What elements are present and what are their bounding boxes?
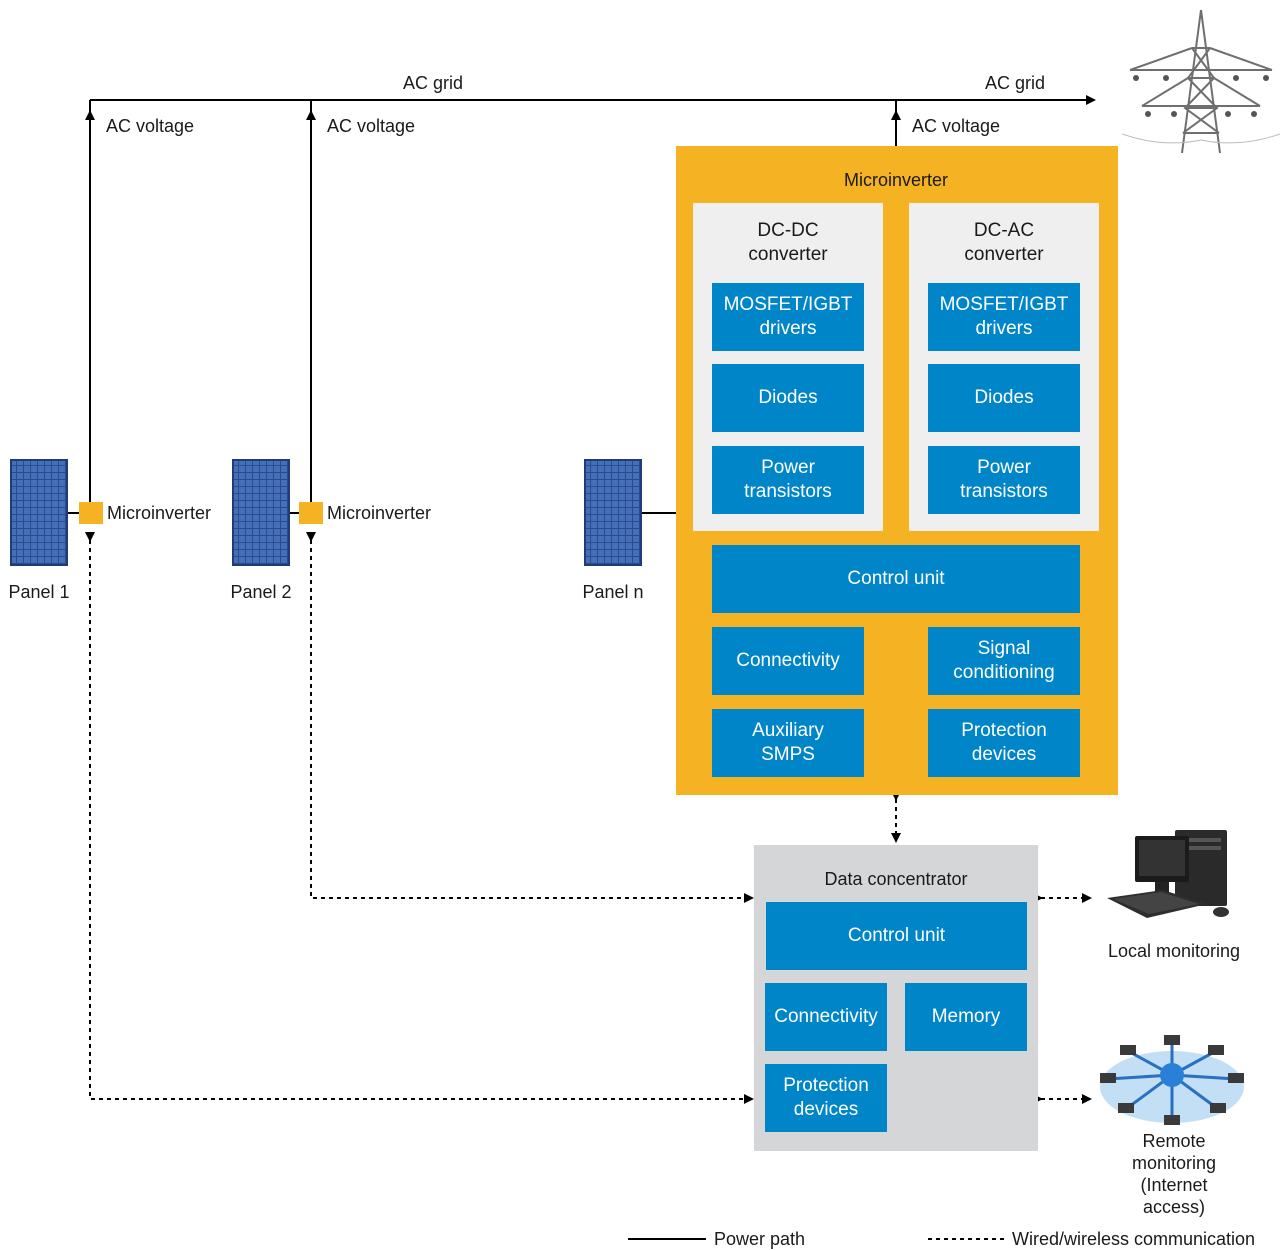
microinverter-connectivity: Connectivity bbox=[712, 627, 864, 695]
microinverter-auxiliary-smps: Auxiliary SMPS bbox=[712, 709, 864, 777]
concentrator-memory: Memory bbox=[905, 983, 1027, 1051]
microinverter-protection-devices: Protection devices bbox=[928, 709, 1080, 777]
dcac-diodes: Diodes bbox=[928, 364, 1080, 432]
microinverter-small-2 bbox=[299, 502, 323, 524]
microinverter-control-unit: Control unit bbox=[712, 545, 1080, 613]
power-pylon-icon bbox=[1122, 9, 1280, 154]
solar-panel-icon bbox=[232, 459, 290, 566]
dcdc-drivers: MOSFET/IGBT drivers bbox=[712, 283, 864, 351]
remote-monitoring-label: Remote monitoring (Internet access) bbox=[1131, 1131, 1217, 1217]
ac-grid-label-left: AC grid bbox=[402, 73, 464, 93]
panel-1-label: Panel 1 bbox=[8, 582, 70, 602]
dcdc-diodes: Diodes bbox=[712, 364, 864, 432]
network-globe-icon bbox=[1100, 1035, 1244, 1125]
dcdc-converter-title: DC-DC converter bbox=[748, 220, 828, 265]
panel-2-label: Panel 2 bbox=[230, 582, 292, 602]
concentrator-control-unit: Control unit bbox=[766, 902, 1027, 970]
microinverter-small-1 bbox=[79, 502, 103, 524]
dcdc-power-transistors: Power transistors bbox=[712, 446, 864, 514]
solar-panel-icon bbox=[10, 459, 68, 566]
ac-voltage-label-2: AC voltage bbox=[327, 116, 416, 136]
comm-line-panel1 bbox=[85, 532, 754, 1104]
panel-n-label: Panel n bbox=[582, 582, 644, 602]
data-concentrator-title: Data concentrator bbox=[824, 869, 968, 889]
microinverter-label-2: Microinverter bbox=[327, 503, 432, 523]
legend-communication: Wired/wireless communication bbox=[1012, 1229, 1256, 1249]
solar-panel-icon bbox=[584, 459, 642, 566]
comm-line-panel2 bbox=[306, 532, 754, 903]
dcac-converter-title: DC-AC converter bbox=[964, 220, 1044, 265]
microinverter-label-1: Microinverter bbox=[107, 503, 212, 523]
dcac-power-transistors: Power transistors bbox=[928, 446, 1080, 514]
local-monitoring-label: Local monitoring bbox=[1107, 941, 1241, 961]
desktop-computer-icon bbox=[1107, 830, 1229, 918]
microinverter-signal-conditioning: Signal conditioning bbox=[928, 627, 1080, 695]
concentrator-connectivity: Connectivity bbox=[765, 983, 887, 1051]
dcac-drivers: MOSFET/IGBT drivers bbox=[928, 283, 1080, 351]
ac-voltage-label-3: AC voltage bbox=[912, 116, 1001, 136]
microinverter-title: Microinverter bbox=[843, 170, 949, 190]
ac-grid-label-right: AC grid bbox=[984, 73, 1046, 93]
legend-power-path: Power path bbox=[714, 1229, 806, 1249]
ac-voltage-label-1: AC voltage bbox=[106, 116, 195, 136]
concentrator-protection-devices: Protection devices bbox=[765, 1064, 887, 1132]
